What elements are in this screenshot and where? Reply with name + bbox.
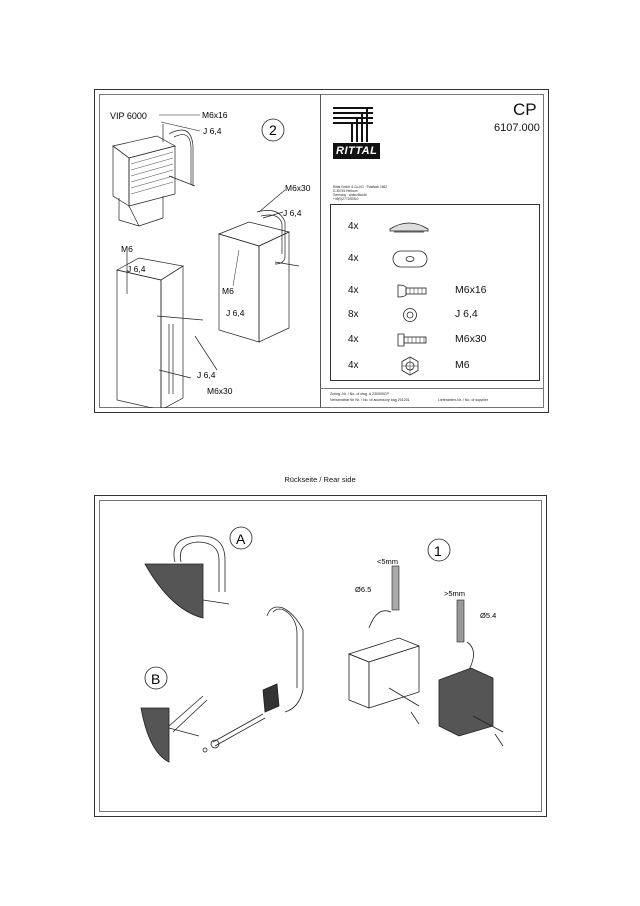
cap-icon <box>389 222 429 233</box>
dim-lt-5mm: <5mm <box>377 557 398 566</box>
parts-list: 4x 4x 4x M6x16 8x J 6,4 4x <box>330 204 540 381</box>
part-qty: 8x <box>348 309 359 320</box>
dia-5-4: Ø5.4 <box>480 611 496 620</box>
label-1: 1 <box>434 543 442 559</box>
footer-line-1: Zchng.-Nr. / No. of dwg. A 230000CP <box>330 392 389 396</box>
part-number: 6107.000 <box>494 122 540 134</box>
part-desc: M6x16 <box>455 284 487 296</box>
rear-side-drawing: A B 1 <5mm Ø6.5 >5mm Ø5.4 <box>140 526 504 763</box>
label-m6x30-b: M6x30 <box>207 386 233 396</box>
address-line-1: Rittal GmbH & Co.KG · Postfach 1662 <box>333 185 388 189</box>
part-qty: 4x <box>348 334 359 345</box>
part-qty: 4x <box>348 221 359 232</box>
address-line-4: +49(0)2772/505-0 <box>333 197 359 201</box>
washer-plate-icon <box>392 250 428 268</box>
label-j64-a: J 6,4 <box>203 126 222 136</box>
part-row: 4x <box>330 217 540 237</box>
sheet-divider <box>320 94 321 408</box>
step-circle <box>261 118 285 142</box>
drawing-footer: Zchng.-Nr. / No. of dwg. A 230000CP Verw… <box>326 389 546 409</box>
label-a: A <box>236 531 246 547</box>
step-number: 2 <box>269 122 277 138</box>
screw-icon <box>397 284 427 298</box>
part-desc: M6 <box>455 359 470 371</box>
rittal-brand: RITTAL <box>333 143 381 159</box>
label-m6-a: M6 <box>121 244 133 254</box>
rear-side-caption: Rückseite / Rear side <box>284 475 356 484</box>
footer-divider <box>320 388 544 389</box>
parts-list-frame <box>330 204 540 381</box>
label-b: B <box>151 671 160 687</box>
address-line-3: Germany · www.rittal.de <box>333 193 368 197</box>
rittal-logo-mark <box>333 107 373 142</box>
footer-line-2: Verwendbar für Nr. / No. of accessory ba… <box>330 398 410 402</box>
label-m6-b: M6 <box>222 286 234 296</box>
footer-line-3: Lieferanten-Nr. / No. of supplier <box>438 398 488 402</box>
part-qty: 4x <box>348 360 359 371</box>
label-j64-d: J 6,4 <box>226 308 245 318</box>
part-row: 4x <box>330 249 540 269</box>
label-m6x16: M6x16 <box>202 110 228 120</box>
dia-6-5: Ø6.5 <box>355 585 371 594</box>
label-m6x30-a: M6x30 <box>285 183 311 193</box>
nut-icon <box>401 356 419 376</box>
long-screw-icon <box>397 333 427 347</box>
part-row: 4x M6x16 <box>330 281 540 301</box>
label-j64-b: J 6,4 <box>283 208 302 218</box>
bottom-sheet-inner <box>99 500 542 812</box>
part-desc: J 6,4 <box>455 308 478 320</box>
dim-gt-5mm: >5mm <box>444 589 465 598</box>
top-sheet-inner <box>99 94 544 408</box>
label-j64-e: J 6,4 <box>197 370 216 380</box>
assembly-step-2-drawing: VIP 6000 2 M6x16 J 6,4 M6x30 J 6,4 M6 J … <box>110 110 311 408</box>
part-row: 8x J 6,4 <box>330 305 540 325</box>
washer-icon <box>403 308 417 322</box>
part-qty: 4x <box>348 253 359 264</box>
bottom-sheet <box>94 495 547 817</box>
label-j64-c: J 6,4 <box>127 264 146 274</box>
fig2-title: VIP 6000 <box>110 111 147 121</box>
top-sheet <box>94 89 549 413</box>
part-row: 4x M6 <box>330 356 540 376</box>
product-code: CP <box>513 100 537 119</box>
address-line-2: D-35745 Herborn <box>333 189 358 193</box>
part-desc: M6x30 <box>455 333 487 345</box>
address-block: Rittal GmbH & Co.KG · Postfach 1662 D-35… <box>333 185 413 201</box>
part-qty: 4x <box>348 285 359 296</box>
part-row: 4x M6x30 <box>330 330 540 350</box>
